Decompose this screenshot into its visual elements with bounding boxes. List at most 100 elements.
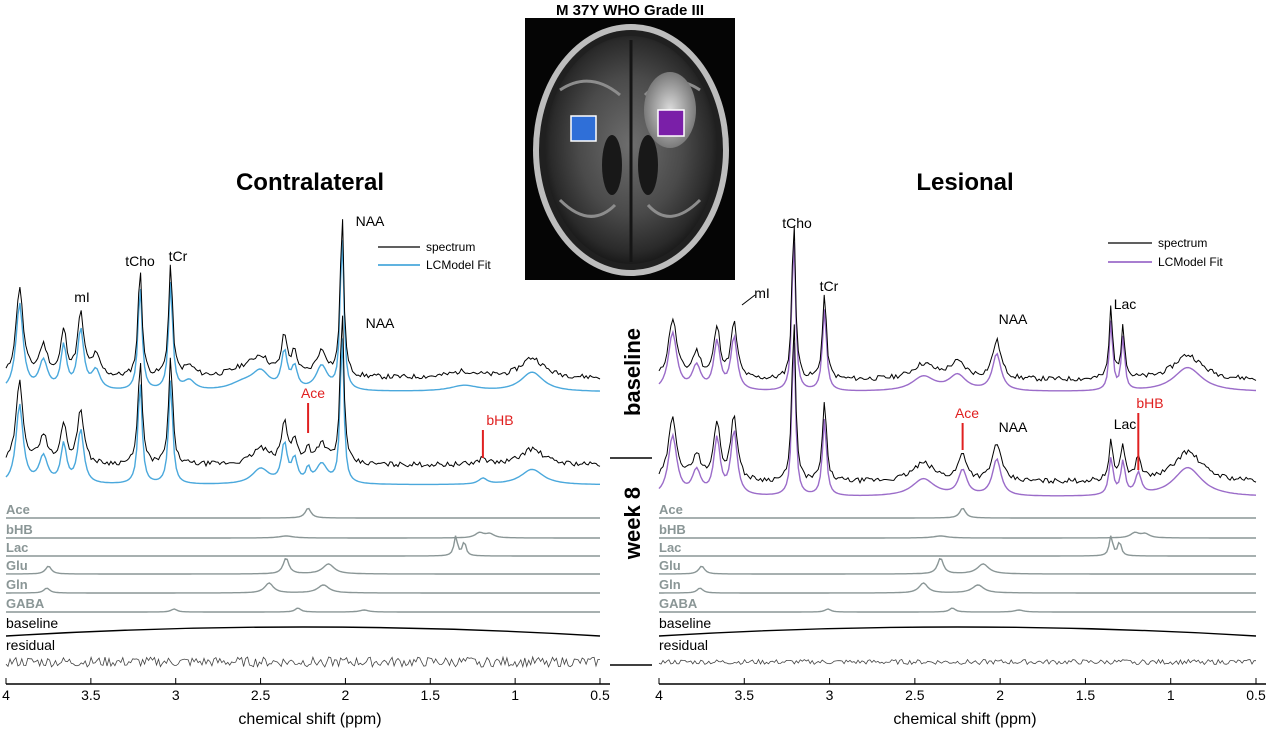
lesional-panel: Lesional spectrum LCModel Fit mI tCho tCrN…: [655, 169, 1266, 728]
baseline-peak-label: Lac: [1114, 296, 1137, 312]
component-trace-gln: [659, 582, 1256, 594]
x-tick-label: 1.5: [421, 687, 441, 703]
x-tick-label: 0.5: [590, 687, 610, 703]
lesional-voxel: [657, 109, 685, 137]
component-label-baseline: baseline: [659, 615, 711, 631]
component-label-residual: residual: [659, 637, 708, 653]
contralateral-x-axis-label: chemical shift (ppm): [238, 711, 381, 728]
lesional-traces: [658, 226, 1257, 497]
x-tick-label: 0.5: [1246, 687, 1266, 703]
component-label-gln: Gln: [6, 577, 28, 592]
contralateral-title: Contralateral: [236, 169, 384, 196]
legend-fit-label: LCModel Fit: [1158, 255, 1223, 269]
week8-spectrum-line: [5, 315, 601, 468]
component-trace-ace: [6, 507, 600, 519]
baseline-peak-label: tCho: [125, 253, 155, 269]
x-tick-label: 4: [2, 687, 10, 703]
component-label-bhb: bHB: [6, 522, 33, 537]
contralateral-x-axis: 4 3.5 3 2.5 2 1.5 1 0.5: [2, 678, 610, 703]
component-label-residual: residual: [6, 637, 55, 653]
component-label-lac: Lac: [659, 540, 681, 555]
week8-peak-label: Lac: [1114, 416, 1137, 432]
contralateral-panel: Contralateral spectrum LCModel Fit mI tCh…: [2, 169, 610, 728]
contralateral-traces: [5, 219, 601, 486]
week8-peak-label: Ace: [955, 405, 979, 421]
baseline-peak-label: tCho: [782, 215, 812, 231]
baseline-label: baseline: [620, 328, 645, 416]
component-trace-glu: [6, 557, 600, 575]
component-trace-bhb: [6, 531, 600, 539]
component-label-glu: Glu: [6, 558, 28, 573]
x-tick-label: 2: [996, 687, 1004, 703]
component-trace-ace: [659, 507, 1256, 519]
component-label-glu: Glu: [659, 558, 681, 573]
component-trace-bhb: [659, 531, 1256, 539]
x-tick-label: 3.5: [735, 687, 755, 703]
contralateral-voxel: [570, 115, 597, 142]
x-tick-label: 4: [655, 687, 663, 703]
x-tick-label: 1: [511, 687, 519, 703]
baseline-peak-label: mI: [754, 285, 770, 301]
legend-fit-label: LCModel Fit: [426, 258, 491, 272]
week8-peak-label: Ace: [301, 385, 325, 401]
component-trace-lac: [6, 535, 600, 557]
lesional-legend: spectrum LCModel Fit: [1108, 236, 1223, 269]
week8-peak-label: bHB: [486, 412, 513, 428]
legend-spectrum-label: spectrum: [1158, 236, 1207, 250]
component-trace-gaba: [6, 607, 600, 613]
week8-peak-label: NAA: [366, 315, 395, 331]
week8-peak-label: NAA: [999, 419, 1028, 435]
component-label-gln: Gln: [659, 577, 681, 592]
mri-title: M 37Y WHO Grade III: [556, 2, 704, 19]
x-tick-label: 3: [826, 687, 834, 703]
component-label-gaba: GABA: [6, 596, 45, 611]
mri-inset: M 37Y WHO Grade III: [525, 2, 735, 280]
x-tick-label: 2.5: [905, 687, 925, 703]
x-tick-label: 3: [172, 687, 180, 703]
baseline-peak-label: tCr: [820, 278, 839, 294]
component-trace-baseline: [5, 626, 601, 637]
component-trace-glu: [659, 557, 1256, 575]
component-trace-residual: [658, 658, 1256, 666]
x-tick-label: 1.5: [1076, 687, 1096, 703]
week8-peak-label: bHB: [1136, 395, 1163, 411]
component-label-lac: Lac: [6, 540, 28, 555]
baseline-spectrum-line: [658, 226, 1257, 382]
component-label-baseline: baseline: [6, 615, 58, 631]
baseline-peak-label: NAA: [356, 213, 385, 229]
baseline-spectrum-line: [5, 219, 601, 380]
component-trace-gaba: [659, 607, 1256, 613]
lesional-x-axis-label: chemical shift (ppm): [893, 711, 1036, 728]
component-trace-baseline: [658, 626, 1257, 637]
baseline-peak-label: tCr: [169, 248, 188, 264]
component-trace-lac: [659, 535, 1256, 557]
x-tick-label: 1: [1167, 687, 1175, 703]
component-label-bhb: bHB: [659, 522, 686, 537]
baseline-peak-label: mI: [74, 289, 90, 305]
component-label-ace: Ace: [6, 502, 30, 517]
component-trace-residual: [5, 655, 600, 669]
baseline-fit-line: [5, 240, 601, 392]
week8-label: week 8: [620, 487, 645, 560]
lesional-x-axis: 4 3.5 3 2.5 2 1.5 1 0.5: [655, 678, 1266, 703]
week8-spectrum-line: [658, 324, 1257, 484]
component-label-ace: Ace: [659, 502, 683, 517]
week8-fit-line: [658, 342, 1257, 497]
component-trace-gln: [6, 582, 600, 594]
x-tick-label: 3.5: [81, 687, 101, 703]
x-tick-label: 2.5: [251, 687, 271, 703]
week8-fit-line: [5, 338, 600, 486]
component-label-gaba: GABA: [659, 596, 698, 611]
mi-leader-line: [741, 294, 756, 306]
lesional-title: Lesional: [916, 169, 1013, 196]
contralateral-legend: spectrum LCModel Fit: [378, 240, 491, 272]
baseline-fit-line: [658, 242, 1257, 392]
legend-spectrum-label: spectrum: [426, 240, 475, 254]
x-tick-label: 2: [342, 687, 350, 703]
baseline-peak-label: NAA: [999, 311, 1028, 327]
